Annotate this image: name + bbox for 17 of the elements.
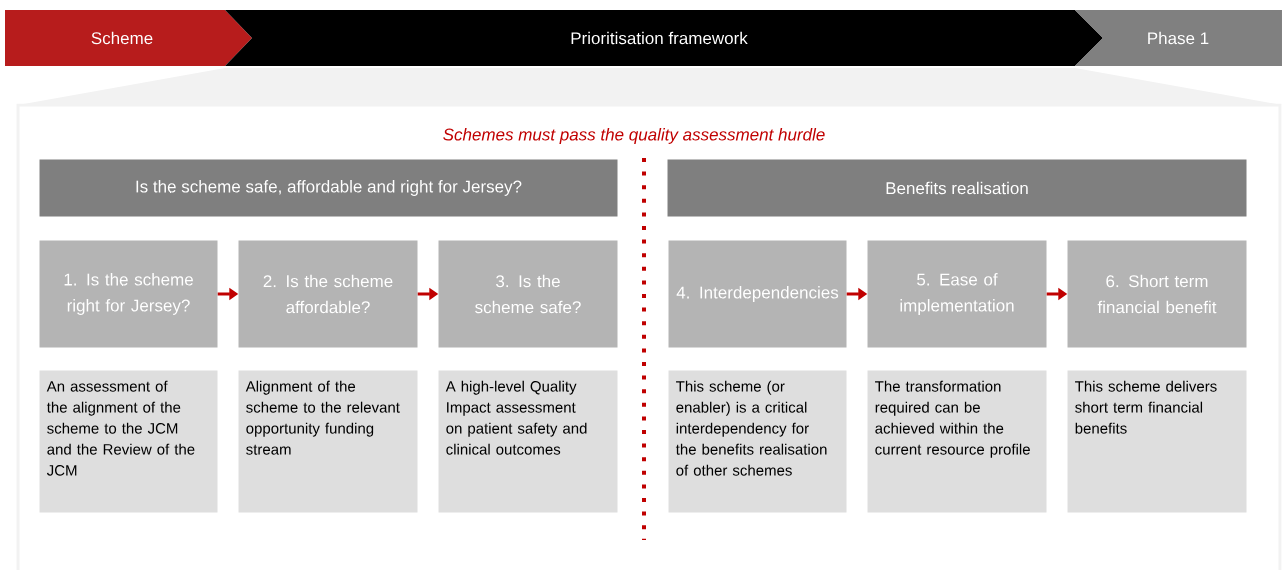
description-box: The transformation required can be achieved within the current resource profile bbox=[867, 370, 1047, 513]
step-box: 2. Is the scheme affordable? bbox=[238, 240, 418, 348]
chevron-segment: Scheme bbox=[5, 10, 252, 66]
chevron-segment: Phase 1 bbox=[1075, 10, 1282, 66]
description-box: Alignment of the scheme to the relevant opportunity funding stream bbox=[238, 370, 418, 513]
chevron-segment: Prioritisation framework bbox=[225, 10, 1103, 66]
step-box: 1. Is the scheme right for Jersey? bbox=[39, 240, 218, 348]
description-box: This scheme (or enabler) is a critical interdependency for the benefits realisation of other schemes bbox=[668, 370, 847, 513]
description-box: This scheme delivers short term financial benefits bbox=[1067, 370, 1247, 513]
description-box: An assessment of the alignment of the scheme to the JCM and the Review of the JCM bbox=[39, 370, 218, 513]
header-bar: Is the scheme safe, affordable and right for Jersey? bbox=[39, 159, 618, 217]
description-box: A high-level Quality Impact assessment on patient safety and clinical outcomes bbox=[438, 370, 618, 513]
step-box: 6. Short term financial benefit bbox=[1067, 240, 1247, 348]
header-bar: Benefits realisation bbox=[667, 159, 1247, 217]
step-box: 3. Is the scheme safe? bbox=[438, 240, 618, 348]
step-box: 4. Interdependencies bbox=[668, 240, 847, 348]
step-box: 5. Ease of implementation bbox=[867, 240, 1047, 348]
